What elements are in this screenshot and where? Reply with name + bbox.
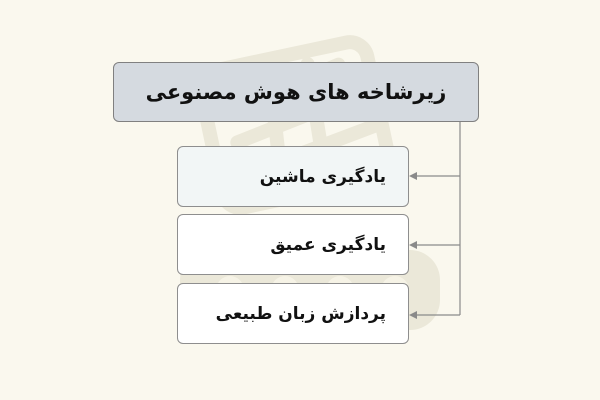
arrowhead-3 <box>409 311 417 319</box>
root-node: زیرشاخه های هوش مصنوعی <box>113 62 479 122</box>
child-node-label: پردازش زبان طبیعی <box>215 303 386 324</box>
child-node-machine-learning: یادگیری ماشین <box>177 146 409 207</box>
child-node-label: یادگیری ماشین <box>259 166 386 187</box>
child-node-deep-learning: یادگیری عمیق <box>177 214 409 275</box>
child-node-label: یادگیری عمیق <box>270 234 386 255</box>
arrowhead-2 <box>409 241 417 249</box>
child-node-nlp: پردازش زبان طبیعی <box>177 283 409 344</box>
arrowhead-1 <box>409 172 417 180</box>
root-node-label: زیرشاخه های هوش مصنوعی <box>145 80 447 104</box>
